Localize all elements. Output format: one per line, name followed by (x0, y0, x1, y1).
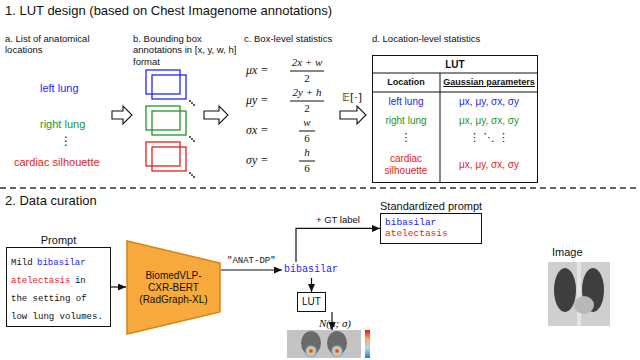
ellipsis: ⋮ (60, 134, 72, 148)
block-arrow (112, 106, 132, 124)
frame: bibasilaratelectasis (380, 213, 482, 244)
bounding-box (152, 75, 186, 99)
node-text: bibasilar (385, 217, 477, 228)
table-cell: Gaussian parameters (440, 77, 538, 88)
dot (189, 172, 191, 174)
formula-denominator: 2 (282, 72, 332, 85)
section-title: 1. LUT design (based on Chest Imagenome … (5, 3, 332, 19)
gaussian-map: N(μ; σ) (287, 317, 377, 358)
table-cell: cardiac silhouette (374, 153, 438, 177)
block-arrow (340, 106, 366, 124)
dot (191, 138, 193, 140)
prompt-word: atelectasis (11, 276, 70, 286)
lut-table: LUT (372, 55, 538, 183)
table-cell: Location (372, 77, 440, 88)
table-cell: ⋮ (372, 131, 440, 144)
table-cell: μx, μy, σx, σy (440, 96, 538, 108)
trapezoid-outline (127, 241, 220, 334)
table-rule (372, 92, 538, 93)
fraction-bar (290, 71, 324, 72)
fraction-bar (299, 161, 315, 162)
lut-box: LUT (297, 292, 326, 312)
fraction-bar (290, 101, 324, 102)
formula-denominator: 6 (282, 162, 332, 175)
block-arrow (204, 106, 228, 124)
xray-heart (574, 296, 594, 314)
xray-spine (577, 262, 581, 326)
table-rule (440, 73, 441, 183)
fraction-bar (299, 131, 315, 132)
table-rule (372, 73, 538, 74)
dot (189, 136, 191, 138)
prompt-box: PromptMild bibasilar atelectasis in the … (6, 234, 111, 327)
dot (193, 176, 195, 178)
bounding-box (152, 147, 186, 171)
dot (193, 140, 195, 142)
bounding-box (152, 111, 186, 135)
formula-numerator: 2x + w (282, 56, 332, 69)
location-name: right lung (40, 118, 85, 131)
table-title: LUT (373, 56, 537, 73)
formula-denominator: 2 (282, 102, 332, 115)
table-cell: right lung (372, 115, 440, 127)
table-cell: μx, μy, σx, σy (440, 115, 538, 127)
model-name: BiomedVLP-CXR-BERT (RadGraph-XL) (135, 270, 213, 306)
expectation-label: 𝔼[·] (342, 91, 362, 104)
dot (191, 174, 193, 176)
formula-numerator: 2y + h (282, 86, 332, 99)
table-cell: μx, μy, σx, σy (440, 159, 538, 171)
prompt-word: Mild (11, 258, 33, 268)
frame: Mild bibasilar atelectasis in the settin… (6, 247, 111, 327)
edge-label: + GT label (314, 214, 362, 225)
heatmap-blob (330, 344, 344, 358)
section-divider (0, 187, 640, 188)
table-cell: left lung (372, 96, 440, 108)
dot (189, 100, 191, 102)
panel-title: a. List of anatomical locations (5, 33, 127, 56)
formula-lhs: σy = (246, 153, 268, 167)
node-text: LUT (302, 296, 321, 308)
distribution-label: N(μ; σ) (287, 317, 377, 330)
heatmap-ground (287, 330, 361, 358)
entity-text: bibasilar (282, 262, 340, 278)
connector (221, 269, 282, 270)
location-name: cardiac silhouette (14, 156, 100, 169)
node-text: atelectasis (385, 228, 477, 239)
dot (193, 104, 195, 106)
formula-denominator: 6 (282, 132, 332, 145)
formula-lhs: μy = (246, 93, 268, 107)
color-bar (365, 330, 370, 358)
heatmap-image (287, 330, 377, 358)
frame: LUT (297, 292, 326, 312)
connector (296, 228, 380, 262)
table-cell: ⋮ ⋱ ⋮ (440, 131, 538, 144)
edge-label: "ANAT-DP" (225, 256, 278, 267)
connector (311, 278, 312, 292)
location-name: left lung (40, 82, 79, 95)
bounding-box (146, 142, 180, 166)
heatmap-blob (304, 344, 318, 358)
formula-lhs: σx = (246, 123, 268, 137)
connector (111, 286, 126, 287)
heading: Prompt (6, 234, 111, 247)
formula-numerator: w (282, 116, 332, 129)
xray-image (548, 262, 610, 326)
section-title: 2. Data curation (5, 193, 97, 209)
panel-title: c. Box-level statistics (244, 33, 332, 44)
panel-title: b. Bounding box annotations in [x, y, w,… (133, 33, 241, 67)
bounding-box (146, 106, 180, 130)
image-label: Image (552, 246, 583, 259)
node-text: bibasilar (284, 264, 338, 276)
formula-lhs: μx = (246, 63, 268, 77)
standardized-prompt-box: Standardized promptbibasilaratelectasis (380, 200, 482, 244)
panel-title: d. Location-level statistics (372, 33, 480, 44)
heading: Standardized prompt (380, 200, 482, 213)
prompt-word: bibasilar (37, 258, 86, 268)
encoder-trapezoid: BiomedVLP-CXR-BERT (RadGraph-XL) (126, 240, 221, 335)
bounding-box (146, 70, 180, 94)
formula-numerator: h (282, 146, 332, 159)
xray-lung (554, 268, 576, 312)
dot (191, 102, 193, 104)
